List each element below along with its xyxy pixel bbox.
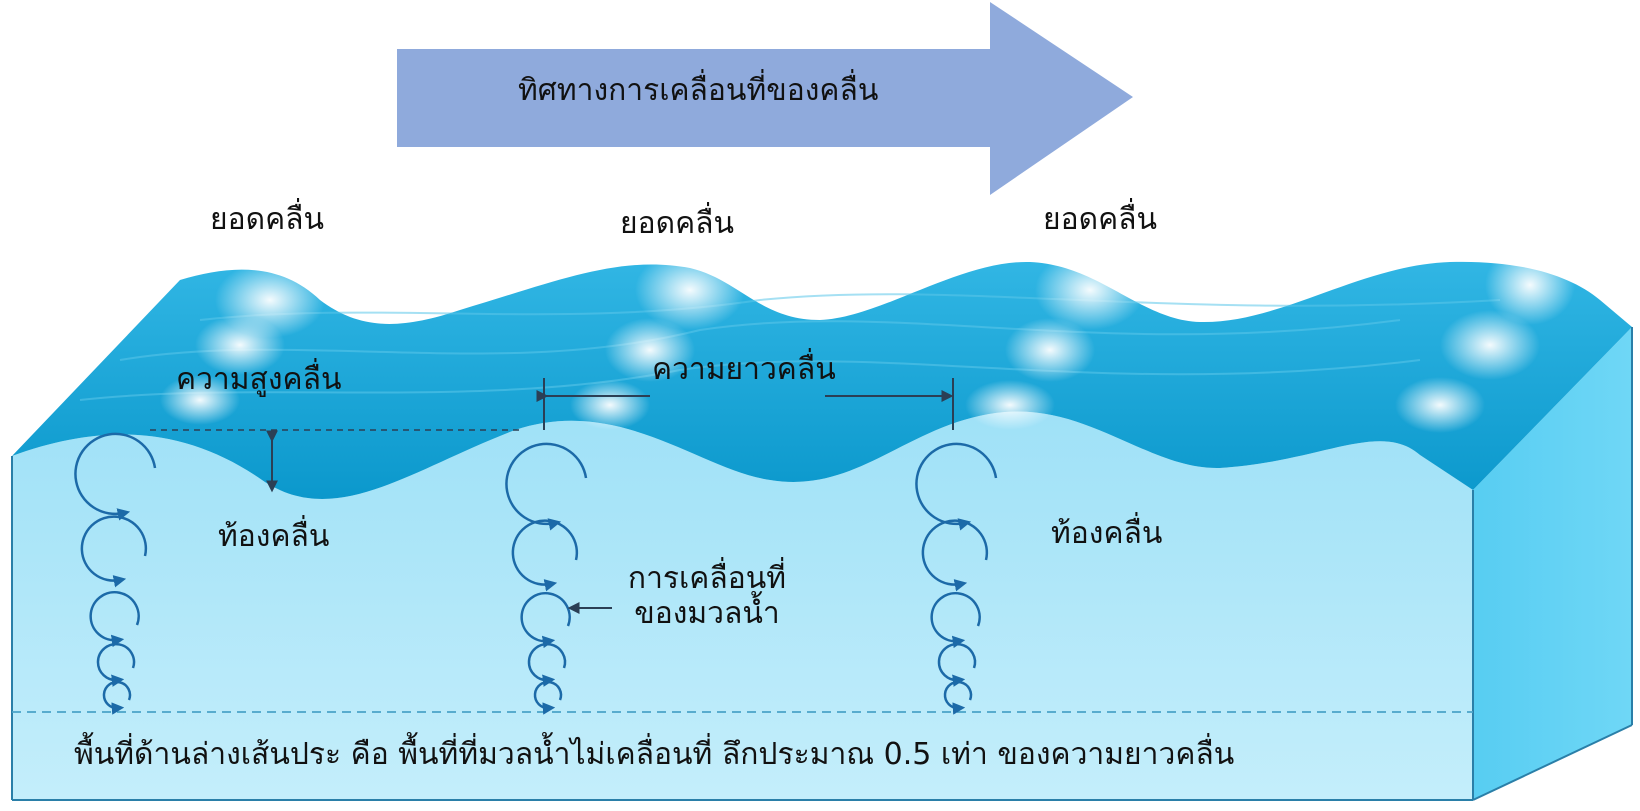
- particle-motion-line-1: การเคลื่อนที่: [627, 561, 787, 596]
- surface-ripples: [79, 293, 1501, 401]
- orbit-column-1: [74, 432, 157, 715]
- wavelength-label: ความยาวคลื่น: [652, 352, 836, 387]
- trough-label-2: ท้องคลื่น: [1051, 516, 1163, 551]
- trough-label-1: ท้องคลื่น: [218, 519, 330, 554]
- direction-label: ทิศทางการเคลื่อนที่ของคลื่น: [518, 73, 879, 108]
- crest-label-1: ยอดคลื่น: [210, 202, 325, 237]
- crest-label-3: ยอดคลื่น: [1043, 202, 1158, 237]
- wave-height-label: ความสูงคลื่น: [176, 362, 342, 397]
- orbit-column-2: [505, 442, 588, 715]
- particle-motion-label: การเคลื่อนที่ ของมวลน้ำ: [612, 561, 802, 631]
- wave-base-note: พื้นที่ด้านล่างเส้นประ คือ พื้นที่ที่มวล…: [74, 737, 1235, 772]
- particle-motion-line-2: ของมวลน้ำ: [634, 595, 780, 631]
- direction-arrow-icon: [397, 2, 1133, 195]
- orbit-column-3: [915, 442, 998, 715]
- water-side-face: [1473, 327, 1632, 800]
- water-body: [12, 411, 1473, 800]
- wave-foam: [160, 245, 1575, 433]
- wave-surface: [12, 261, 1632, 500]
- block-edges: [11, 327, 1633, 801]
- wavelength-measure: [536, 378, 954, 430]
- crest-label-2: ยอดคลื่น: [620, 206, 735, 241]
